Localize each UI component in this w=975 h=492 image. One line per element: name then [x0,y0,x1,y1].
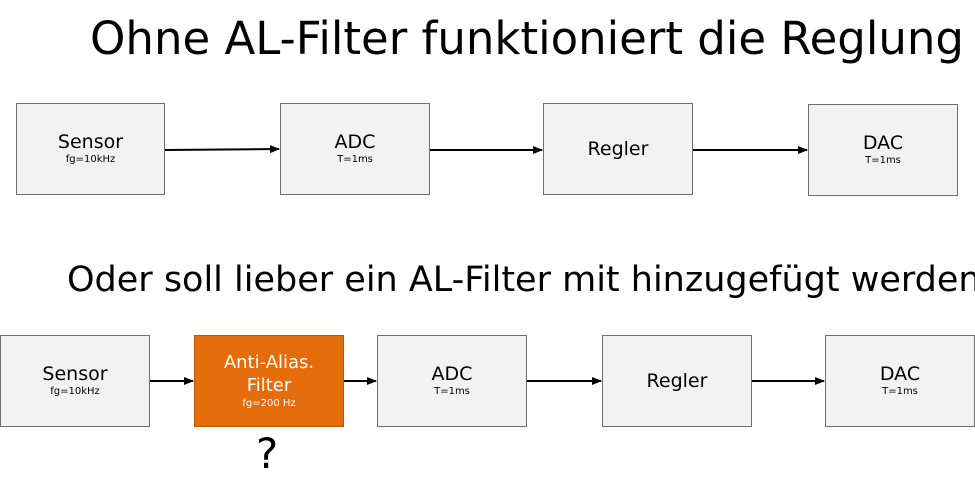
top-regler-label: Regler [587,137,649,160]
bottom-sensor-label: Sensor [42,362,108,385]
top-adc-label: ADC [334,130,376,153]
filter-sub: fg=200 Hz [242,398,296,410]
top-adc-block: ADC T=1ms [280,103,430,195]
bottom-diagram-title: Oder soll lieber ein AL-Filter mit hinzu… [67,260,975,300]
top-dac-sub: T=1ms [865,155,901,167]
filter-label-line2: Filter [246,375,292,396]
top-dac-label: DAC [862,131,904,154]
top-adc-sub: T=1ms [337,154,373,166]
bottom-adc-label: ADC [431,362,473,385]
top-diagram-title: Ohne AL-Filter funktioniert die Reglung [90,12,964,65]
bottom-regler-label: Regler [646,369,708,392]
bottom-dac-block: DAC T=1ms [825,335,975,427]
top-sensor-sub: fg=10kHz [65,154,116,166]
bottom-adc-sub: T=1ms [434,386,470,398]
bottom-dac-sub: T=1ms [882,386,918,398]
question-mark: ? [256,429,279,478]
top-dac-block: DAC T=1ms [808,104,958,196]
anti-alias-filter-block: Anti-Alias. Filter fg=200 Hz [194,335,344,427]
bottom-dac-label: DAC [879,362,921,385]
bottom-adc-block: ADC T=1ms [377,335,527,427]
top-sensor-block: Sensor fg=10kHz [16,103,165,195]
arrow-top-sensor-adc [164,145,280,154]
bottom-regler-block: Regler [602,335,752,427]
bottom-sensor-block: Sensor fg=10kHz [0,335,150,427]
filter-label-line1: Anti-Alias. [223,351,315,373]
top-regler-block: Regler [543,103,693,195]
top-sensor-label: Sensor [57,130,124,153]
bottom-sensor-sub: fg=10kHz [50,386,100,398]
